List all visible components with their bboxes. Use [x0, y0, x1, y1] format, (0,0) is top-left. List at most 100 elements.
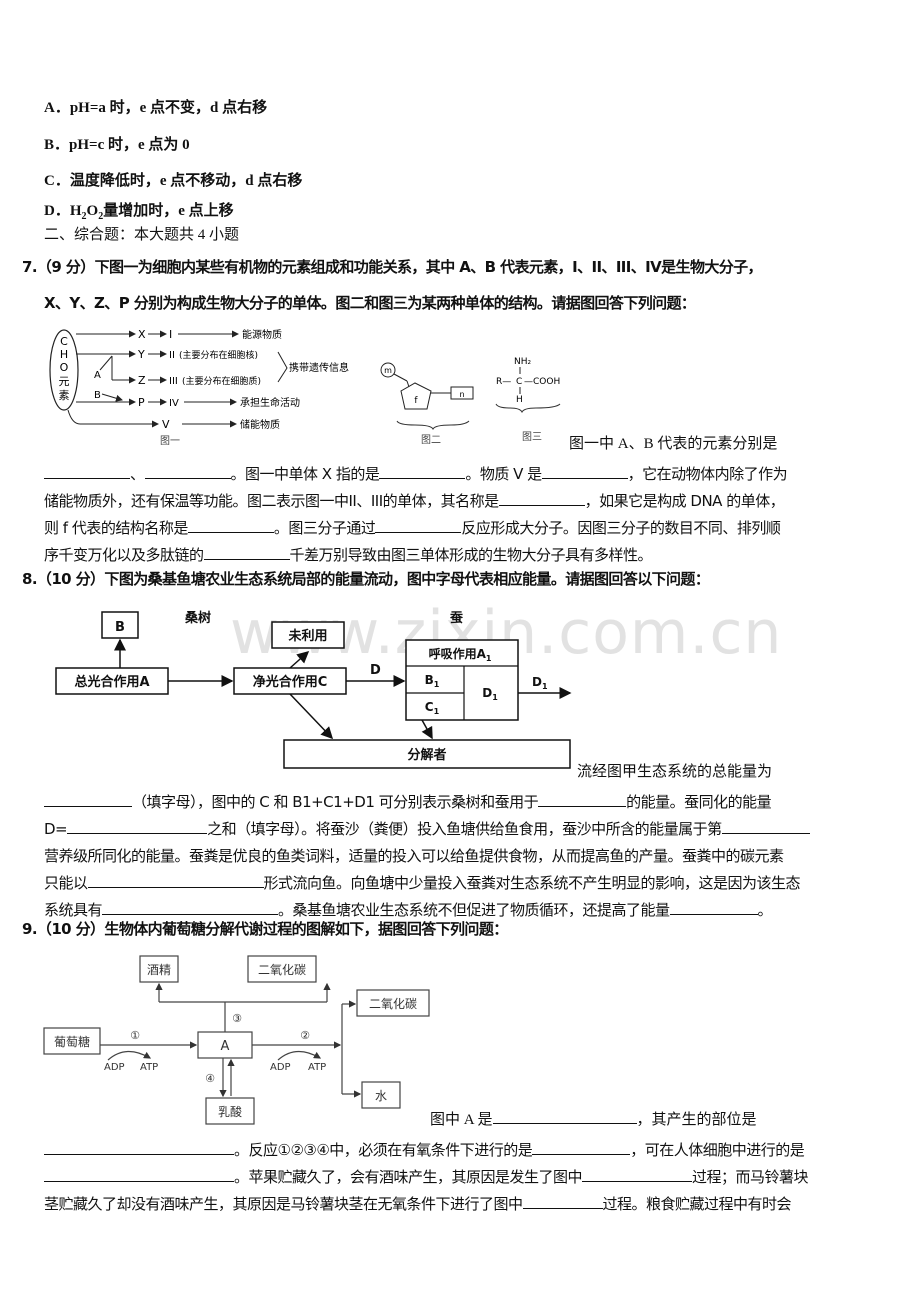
text: 。苹果贮藏久了，会有酒味产生，其原因是发生了图中 [234, 1168, 583, 1186]
svg-text:二氧化碳: 二氧化碳 [369, 997, 417, 1011]
svg-text:B1: B1 [425, 673, 440, 689]
svg-text:蚕: 蚕 [449, 611, 464, 626]
option-c: C．温度降低时，e 点不移动，d 点右移 [44, 169, 302, 190]
svg-text:Z: Z [138, 374, 146, 387]
glucose-metabolism-diagram: 葡萄糖 A 酒精 二氧化碳 二氧化碳 水 乳酸 ① ② ③ ④ ADP ATP … [43, 955, 430, 1125]
svg-text:II: II [169, 350, 175, 361]
svg-text:素: 素 [59, 389, 70, 402]
text: 。图三分子通过 [273, 519, 376, 537]
svg-text:C: C [60, 335, 68, 348]
text: ，如果它是构成 DNA 的单体， [584, 492, 785, 510]
answer-blank[interactable] [669, 899, 758, 915]
option-text: pH=c 时，e 点为 0 [69, 137, 190, 153]
svg-text:D1: D1 [482, 686, 498, 702]
text: ，可在人体细胞中进行的是 [630, 1141, 805, 1159]
svg-text:承担生命活动: 承担生命活动 [240, 396, 300, 409]
svg-text:图三: 图三 [522, 431, 542, 443]
svg-text:净光合作用C: 净光合作用C [253, 674, 328, 690]
svg-text:桑树: 桑树 [184, 610, 211, 626]
text: 只能以 [44, 874, 88, 892]
text: 。反应①②③④中，必须在有氧条件下进行的是 [234, 1141, 533, 1159]
answer-blank[interactable] [187, 517, 274, 533]
answer-blank[interactable] [379, 463, 466, 479]
answer-blank[interactable] [44, 791, 132, 807]
svg-text:P: P [138, 396, 145, 409]
svg-text:携带遗传信息: 携带遗传信息 [289, 361, 349, 374]
svg-text:乳酸: 乳酸 [218, 1104, 242, 1119]
svg-text:f: f [414, 396, 418, 406]
formula-subscript: 2 [81, 211, 87, 222]
answer-blank[interactable] [44, 1139, 234, 1155]
text: 图中 A 是 [430, 1112, 493, 1128]
text: 过程。粮食贮藏过程中有时会 [602, 1195, 792, 1213]
q7-tail-text: 图一中 A、B 代表的元素分别是 [569, 436, 778, 452]
svg-text:②: ② [300, 1029, 310, 1042]
answer-blank[interactable] [538, 791, 627, 807]
text: ，其产生的部位是 [636, 1112, 757, 1128]
answer-blank[interactable] [492, 1108, 637, 1124]
text: 反应形成大分子。因图三分子的数目不同、排列顺 [461, 519, 781, 537]
text: 。 [757, 901, 773, 919]
svg-text:(主要分布在细胞质): (主要分布在细胞质) [182, 375, 261, 387]
svg-text:O: O [60, 361, 69, 374]
answer-blank[interactable] [144, 463, 231, 479]
svg-text:元: 元 [59, 375, 70, 388]
svg-text:葡萄糖: 葡萄糖 [54, 1034, 90, 1049]
answer-blank[interactable] [721, 818, 810, 834]
svg-text:n: n [459, 390, 464, 399]
text: 序千变万化以及多肽链的 [44, 546, 204, 564]
text: 千差万别导致由图三单体形成的生物大分子具有多样性。 [289, 546, 653, 564]
answer-blank[interactable] [44, 1166, 234, 1182]
answer-blank[interactable] [87, 872, 264, 888]
figure-1-diagram: C H O 元 素 X I 能源物质 Y II (主要分布在细胞核) A Z I… [49, 328, 349, 447]
svg-text:水: 水 [375, 1089, 387, 1103]
answer-blank[interactable] [582, 1166, 693, 1182]
q7-header: 7.（9 分）下图一为细胞内某些有机物的元素组成和功能关系，其中 A、B 代表元… [22, 258, 763, 276]
text: 系统具有 [44, 901, 103, 919]
answer-blank[interactable] [532, 1139, 631, 1155]
text: 储能物质外，还有保温等功能。图二表示图一中II、III的单体，其名称是 [44, 492, 499, 510]
section-heading: 二、综合题：本大题共 4 小题 [44, 227, 240, 243]
answer-blank[interactable] [541, 463, 628, 479]
svg-text:储能物质: 储能物质 [240, 418, 280, 431]
option-text: 量增加时，e 点上移 [103, 203, 234, 219]
answer-blank[interactable] [67, 818, 208, 834]
svg-text:未利用: 未利用 [287, 628, 327, 644]
answer-blank[interactable] [44, 463, 130, 479]
figure-2-nucleotide: m f n 图二 [380, 362, 474, 445]
svg-text:C1: C1 [425, 700, 440, 716]
svg-text:能源物质: 能源物质 [242, 328, 282, 341]
svg-text:③: ③ [232, 1012, 242, 1025]
text: ，它在动物体内除了作为 [627, 465, 788, 483]
text: 。桑基鱼塘农业生态系统不但促进了物质循环，还提高了能量 [278, 901, 670, 919]
energy-flow-diagram: B 桑树 总光合作用A 净光合作用C 未利用 D 蚕 呼吸作用A1 B1 C1 … [55, 610, 572, 769]
q8-header: 8.（10 分）下图为桑基鱼塘农业生态系统局部的能量流动，图中字母代表相应能量。… [22, 570, 710, 588]
text: 营养级所同化的能量。蚕粪是优良的鱼类词料，适量的投入可以给鱼提供食物，从而提高鱼… [44, 847, 784, 865]
text: D= [44, 820, 68, 838]
answer-blank[interactable] [375, 517, 462, 533]
q9-body: 。反应①②③④中，必须在有氧条件下进行的是 ，可在人体细胞中进行的是 。苹果贮藏久… [44, 1137, 882, 1218]
svg-text:二氧化碳: 二氧化碳 [258, 963, 306, 977]
svg-text:Y: Y [137, 348, 145, 361]
answer-blank[interactable] [522, 1193, 603, 1209]
svg-text:④: ④ [205, 1072, 215, 1085]
answer-blank[interactable] [102, 899, 279, 915]
svg-text:V: V [162, 418, 170, 431]
svg-text:ADP: ADP [104, 1062, 125, 1073]
svg-text:图二: 图二 [421, 434, 441, 445]
text: 则 f 代表的结构名称是 [44, 519, 188, 537]
svg-text:B: B [94, 390, 101, 401]
text: （填字母），图中的 C 和 B1+C1+D1 可分别表示桑树和蚕用于 [132, 793, 539, 811]
svg-text:A: A [221, 1039, 230, 1054]
svg-text:III: III [169, 376, 178, 387]
answer-blank[interactable] [203, 544, 290, 560]
answer-blank[interactable] [498, 490, 585, 506]
option-letter: C． [44, 173, 70, 189]
svg-text:呼吸作用A1: 呼吸作用A1 [429, 646, 492, 663]
text: 形式流向鱼。向鱼塘中少量投入蚕粪对生态系统不产生明显的影响，这是因为该生态 [263, 874, 801, 892]
svg-text:B: B [115, 620, 125, 635]
svg-text:IV: IV [169, 398, 179, 409]
text: 之和（填字母）。将蚕沙（粪便）投入鱼塘供给鱼食用，蚕沙中所含的能量属于第 [207, 820, 722, 838]
text: 。物质 V 是 [465, 465, 542, 483]
text: 茎贮藏久了却没有酒味产生，其原因是马铃薯块茎在无氧条件下进行了图中 [44, 1195, 523, 1213]
